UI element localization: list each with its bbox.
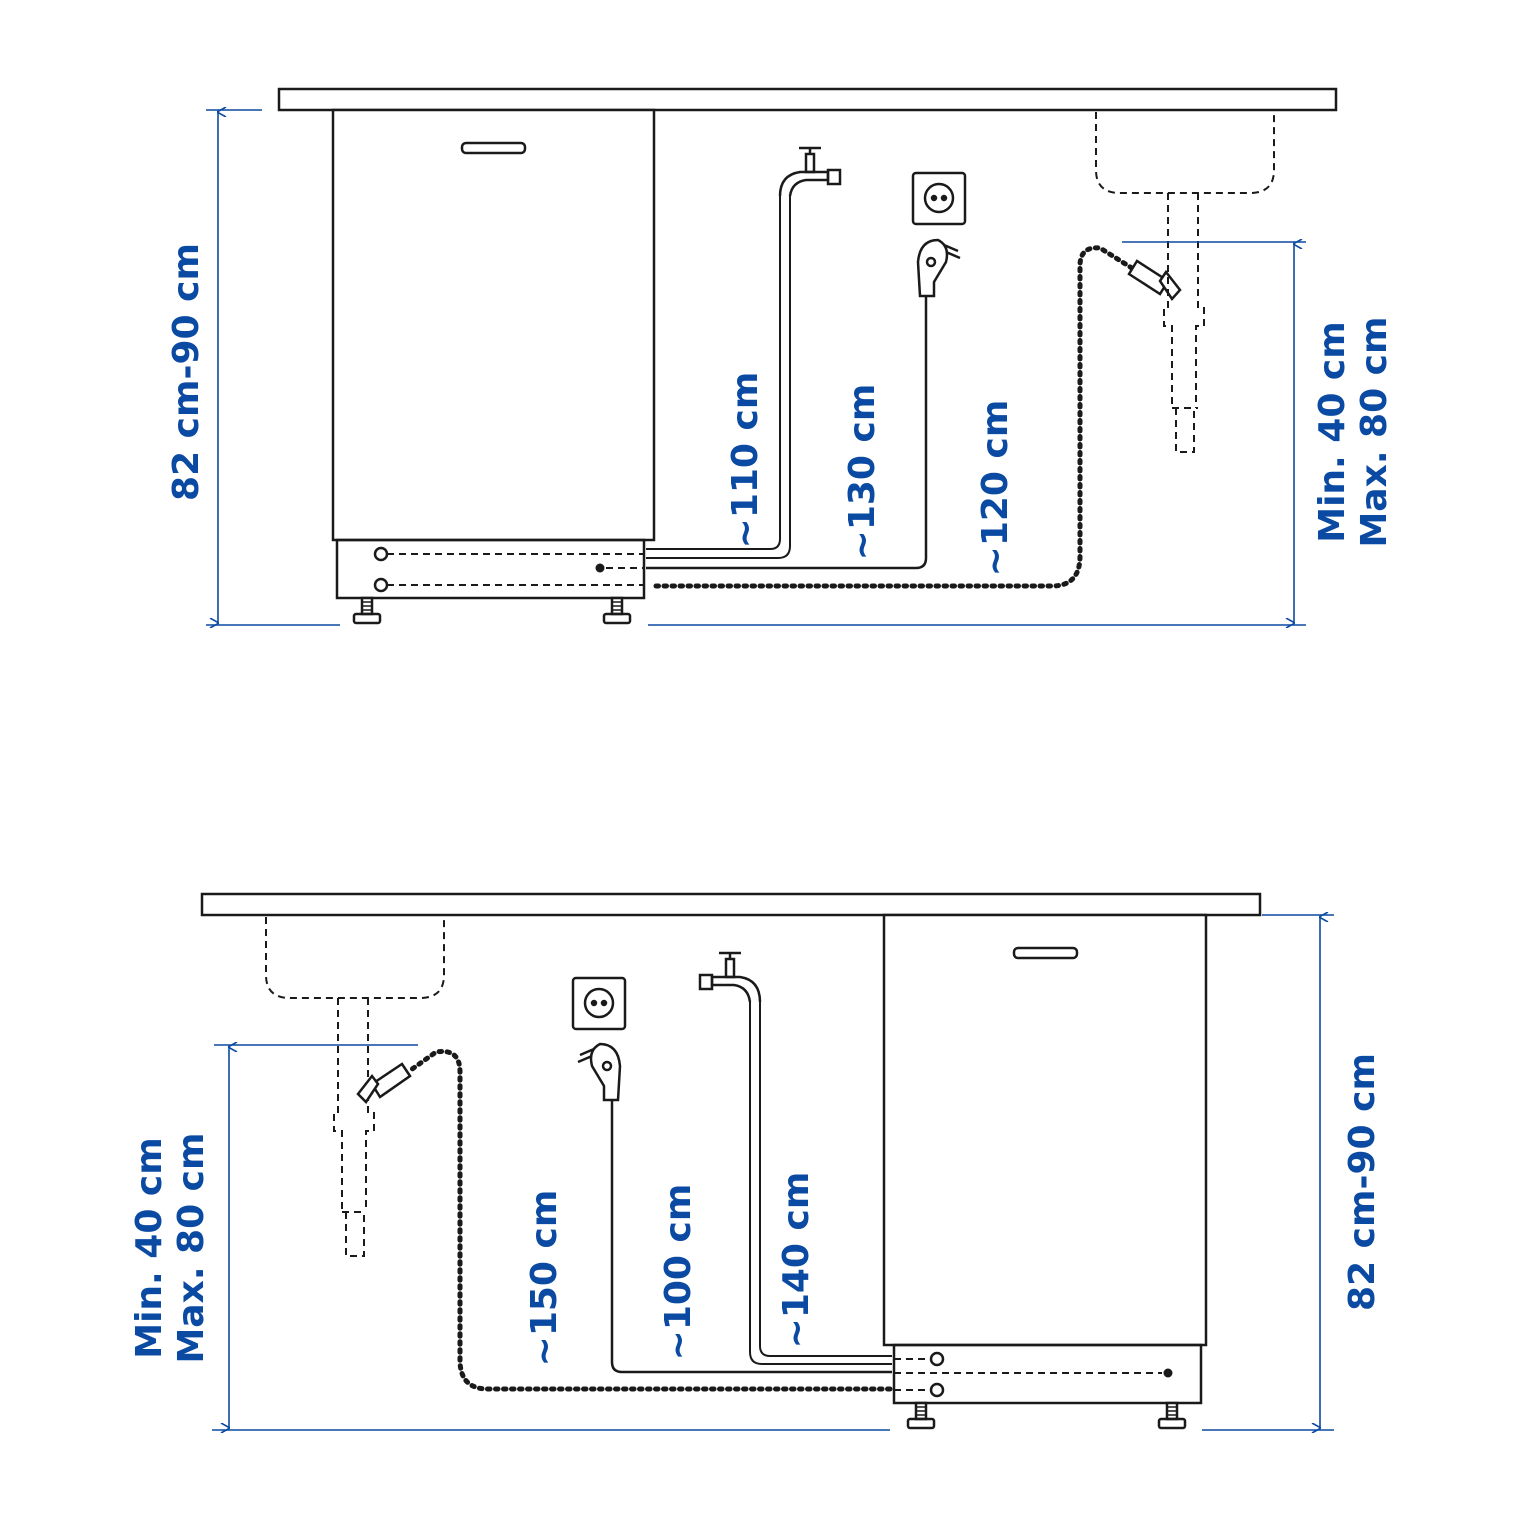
drain-hose (405, 1048, 893, 1392)
adjustable-foot-icon (906, 1401, 936, 1430)
top-power-cord-length-label: ~130 cm (842, 384, 883, 561)
bottom-layout (200, 892, 1262, 1430)
top-drain-max-label: Max. 80 cm (1354, 316, 1395, 547)
countertop (277, 87, 1338, 112)
drain-hose-end-icon (356, 1062, 412, 1104)
power-plug-icon (916, 238, 961, 298)
top-drain-min-label: Min. 40 cm (1312, 321, 1353, 542)
power-cord (646, 280, 928, 570)
water-tap-icon (778, 146, 842, 197)
top-water-hose-length-label: ~110 cm (725, 372, 766, 549)
wall-socket-icon (911, 171, 967, 226)
bottom-dimension-lines (212, 915, 1334, 1430)
sink-icon (1095, 112, 1275, 453)
power-cord (610, 1100, 892, 1374)
water-tap-icon (698, 951, 762, 1003)
bottom-drain-hose-length-label: ~150 cm (524, 1190, 565, 1367)
drain-hose-end-icon (1127, 259, 1182, 302)
adjustable-foot-icon (352, 596, 382, 625)
bottom-power-cord-length-label: ~100 cm (658, 1184, 699, 1361)
bottom-drain-min-label: Min. 40 cm (129, 1137, 170, 1358)
top-height-range-label: 82 cm-90 cm (166, 243, 207, 501)
sink-icon (265, 917, 445, 1257)
countertop (200, 892, 1262, 917)
drain-hose (653, 245, 1138, 589)
dishwasher (331, 108, 656, 625)
dishwasher (882, 913, 1208, 1430)
bottom-height-range-label: 82 cm-90 cm (1342, 1053, 1383, 1311)
bottom-water-hose-length-label: ~140 cm (776, 1172, 817, 1349)
dishwasher-handle (1012, 946, 1079, 960)
adjustable-foot-icon (602, 596, 632, 625)
top-drain-hose-length-label: ~120 cm (975, 400, 1016, 577)
top-layout (277, 87, 1338, 625)
power-plug-icon (577, 1042, 622, 1102)
bottom-drain-max-label: Max. 80 cm (171, 1132, 212, 1363)
adjustable-foot-icon (1157, 1401, 1187, 1430)
wall-socket-icon (571, 976, 627, 1031)
water-hose (646, 196, 781, 550)
top-dimension-lines (206, 110, 1306, 625)
dishwasher-handle (460, 141, 527, 155)
water-hose (749, 1002, 892, 1365)
